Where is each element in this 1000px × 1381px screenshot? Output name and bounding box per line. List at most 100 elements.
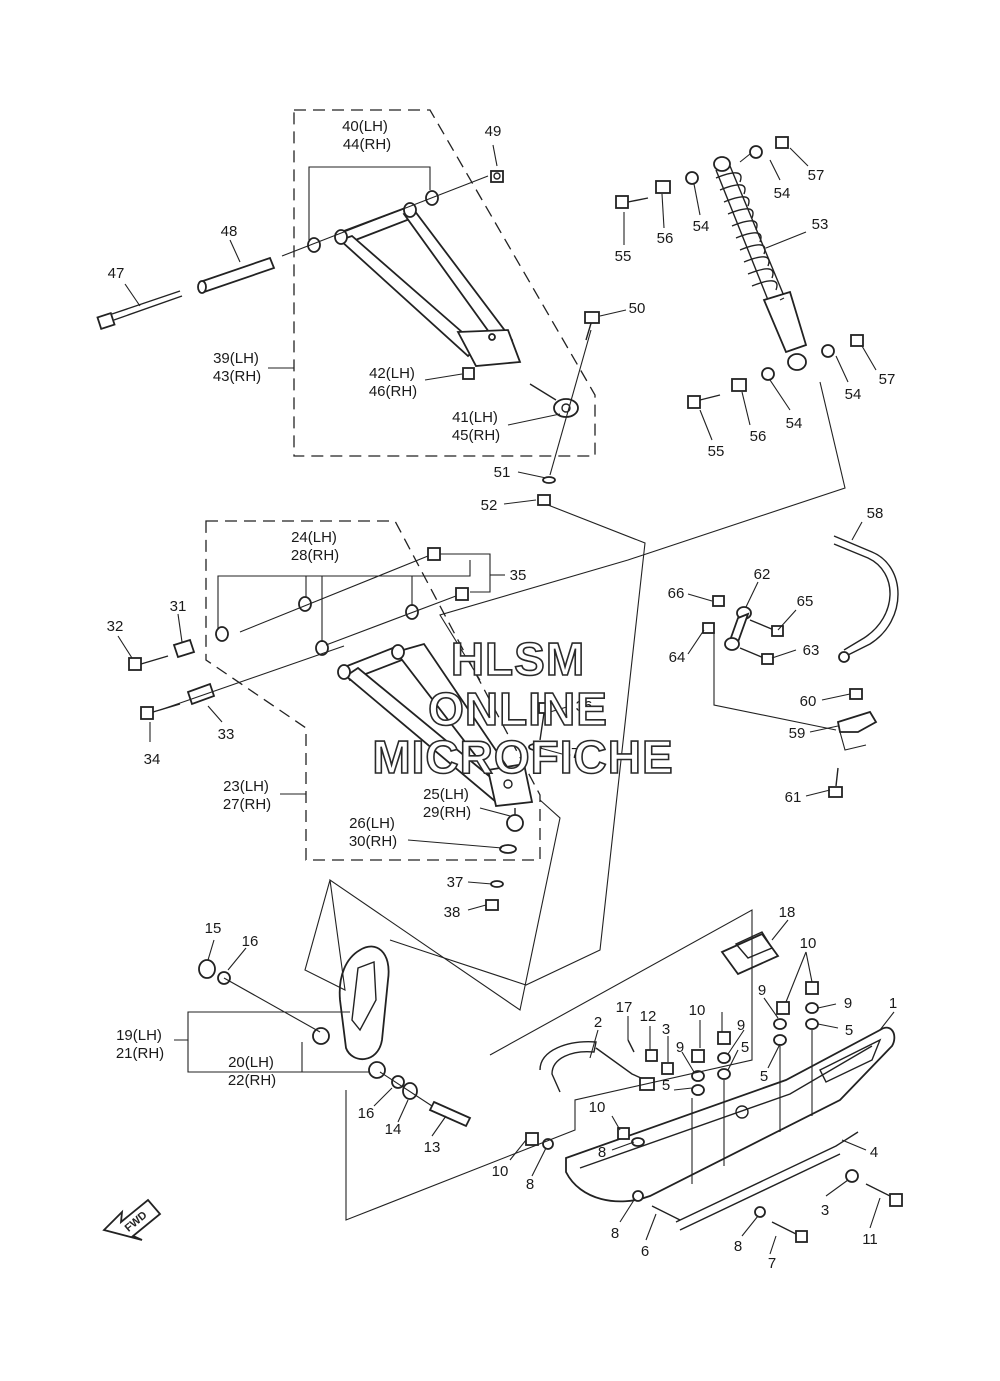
upper-arm-group-box — [293, 109, 596, 457]
callout-16a: 16 — [242, 933, 259, 950]
callout-57a: 57 — [808, 167, 825, 184]
shock-upper-hardware — [615, 136, 789, 209]
callout-10a: 10 — [800, 935, 817, 952]
shock-lower-hardware — [687, 334, 864, 409]
watermark-line-2: ONLINE — [427, 683, 608, 735]
callout-21: 21(RH) — [116, 1045, 164, 1062]
nut-66 — [712, 595, 725, 607]
collar-31 — [172, 638, 196, 659]
callout-1: 1 — [889, 995, 897, 1012]
callout-12: 12 — [640, 1008, 657, 1025]
ref-line-spindle-box — [304, 799, 561, 1011]
callout-8b: 8 — [526, 1176, 534, 1193]
bolt-65 — [749, 619, 784, 637]
nut-49 — [490, 170, 504, 183]
callout-37b: 37 — [447, 874, 464, 891]
callout-41: 41(LH) — [452, 409, 498, 426]
bushing-20 — [312, 1027, 330, 1045]
bushing-15 — [198, 959, 216, 979]
skag-4 — [675, 1131, 859, 1231]
bolt-32 — [128, 655, 169, 671]
callout-62: 62 — [754, 566, 771, 583]
washer-3b — [845, 1169, 859, 1183]
callout-56a: 56 — [657, 230, 674, 247]
callout-10d: 10 — [492, 1163, 509, 1180]
bolt-47 — [96, 290, 183, 331]
callout-46: 46(RH) — [369, 383, 417, 400]
nut-60 — [849, 688, 863, 700]
stabilizer-bar-58 — [833, 535, 899, 663]
nut-64 — [702, 622, 715, 634]
axis-line-15 — [223, 977, 321, 1033]
link-rod-62 — [724, 606, 752, 651]
axis-line-50 — [549, 329, 592, 476]
callout-40: 40(LH) — [342, 118, 388, 135]
callout-8d: 8 — [734, 1238, 742, 1255]
callout-54a: 54 — [774, 185, 791, 202]
axis-line-lower-35 — [325, 595, 457, 646]
upper-a-arm — [334, 202, 522, 367]
ball-joint-41 — [529, 383, 579, 418]
callout-9d: 9 — [676, 1039, 684, 1056]
callout-33: 33 — [218, 726, 235, 743]
nut-35a — [427, 547, 441, 561]
callout-5b: 5 — [760, 1068, 768, 1085]
callout-11: 11 — [862, 1231, 878, 1248]
callout-8a: 8 — [598, 1144, 606, 1161]
callout-24: 24(LH) — [291, 529, 337, 546]
callout-59: 59 — [789, 725, 806, 742]
bolt-11 — [865, 1183, 903, 1207]
fwd-arrow-icon: FWD — [102, 1198, 162, 1241]
bolt-7 — [771, 1221, 808, 1243]
callout-22: 22(RH) — [228, 1072, 276, 1089]
nut-52 — [537, 494, 551, 506]
nut-42 — [462, 367, 475, 380]
leader-lines — [117, 144, 895, 1255]
ref-line-arm-to-spindle — [389, 504, 646, 986]
callout-23: 23(LH) — [223, 778, 269, 795]
nut-38 — [485, 899, 499, 911]
bolt-50 — [584, 311, 600, 341]
callout-31: 31 — [170, 598, 187, 615]
callout-66: 66 — [668, 585, 685, 602]
callout-55a: 55 — [615, 248, 632, 265]
callout-5c: 5 — [741, 1039, 749, 1056]
callout-28: 28(RH) — [291, 547, 339, 564]
callout-50: 50 — [629, 300, 646, 317]
callout-35: 35 — [510, 567, 527, 584]
callout-54b: 54 — [693, 218, 710, 235]
bolt-34 — [140, 703, 181, 720]
bushing-40 — [307, 237, 321, 253]
callout-10c: 10 — [589, 1099, 606, 1116]
callout-65: 65 — [797, 593, 814, 610]
spindle-19 — [338, 945, 390, 1061]
ref-line-ski-box — [345, 909, 753, 1221]
callout-26: 26(LH) — [349, 815, 395, 832]
bushing-28 — [315, 640, 329, 656]
bushing-24 — [215, 626, 229, 642]
callout-3a: 3 — [662, 1021, 670, 1038]
callout-54d: 54 — [786, 415, 803, 432]
callout-10b: 10 — [689, 1002, 706, 1019]
callout-4: 4 — [870, 1144, 878, 1161]
callout-42: 42(LH) — [369, 365, 415, 382]
callout-45: 45(RH) — [452, 427, 500, 444]
callout-48: 48 — [221, 223, 238, 240]
washer-16b — [391, 1075, 405, 1089]
bolt-63 — [739, 647, 774, 665]
saddle-18 — [720, 931, 780, 976]
callout-3b: 3 — [821, 1202, 829, 1219]
callout-13: 13 — [424, 1139, 441, 1156]
callout-53: 53 — [812, 216, 829, 233]
callout-6: 6 — [641, 1243, 649, 1260]
bolt-6 — [651, 1205, 681, 1221]
callout-16b: 16 — [358, 1105, 375, 1122]
callout-32: 32 — [107, 618, 124, 635]
callout-labels: 40(LH) 44(RH) 49 48 47 39(LH) 43(RH) 42(… — [107, 118, 898, 1272]
ski-studs — [691, 1030, 813, 1184]
callout-39: 39(LH) — [213, 350, 259, 367]
nut-35b — [455, 587, 469, 601]
bushing-22 — [368, 1061, 386, 1079]
axis-line-34 — [159, 645, 345, 711]
